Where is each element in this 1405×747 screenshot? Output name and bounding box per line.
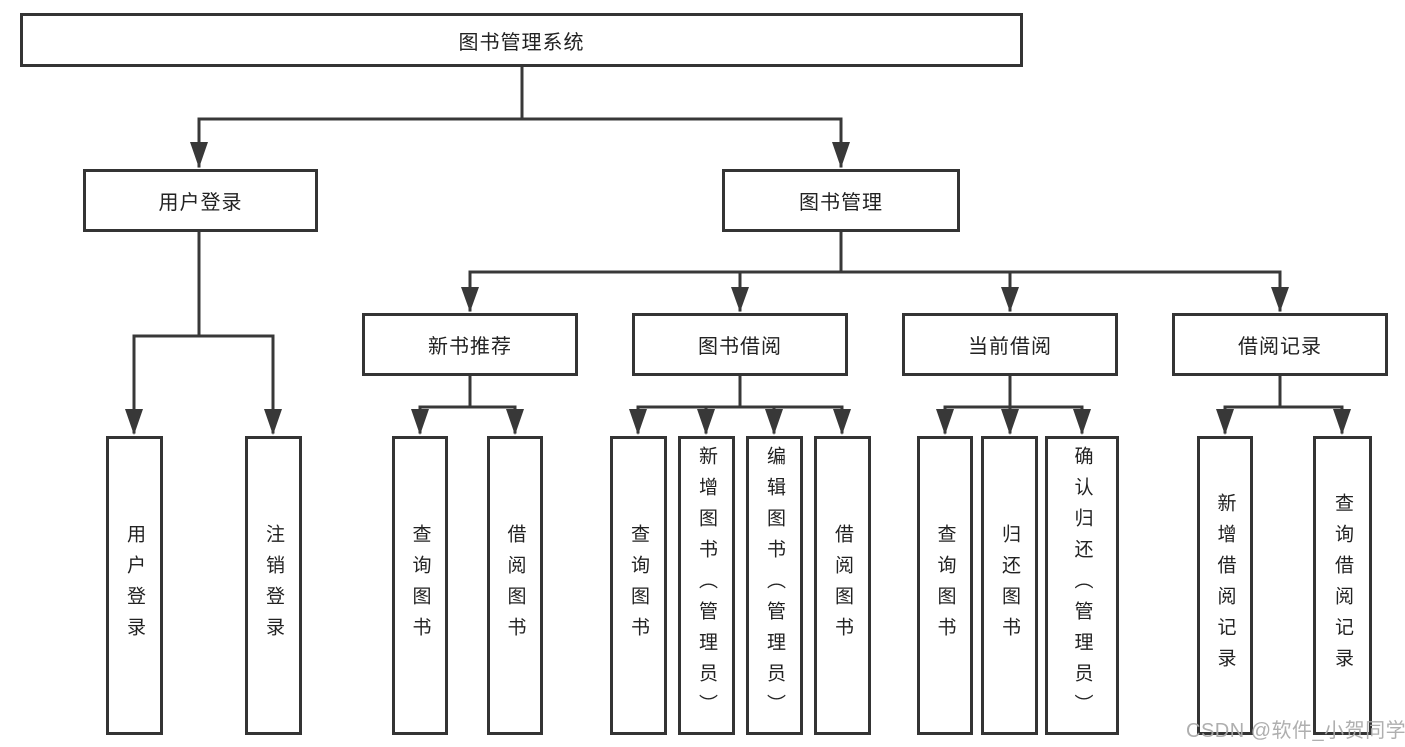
node-label: 图书管理: [799, 192, 883, 214]
leaf-borrowing-edit-books: 编辑图书（管理员）: [746, 436, 803, 735]
node-label: 借阅图书: [832, 523, 853, 648]
connector-line: [132, 230, 275, 434]
node-label: 查询借阅记录: [1332, 492, 1353, 679]
node-label: 查询图书: [628, 523, 649, 648]
node-label: 归还图书: [999, 523, 1020, 648]
leaf-borrowing-query-books: 查询图书: [610, 436, 667, 735]
connector-current-borrowing-branch: [936, 374, 1091, 435]
leaf-logout: 注销登录: [245, 436, 302, 735]
connector-user-login-branch: [125, 230, 282, 435]
node-label: 当前借阅: [968, 336, 1052, 358]
arrow-down-icon: [461, 287, 1289, 312]
node-label: 图书借阅: [698, 336, 782, 358]
connector-borrowing-records-branch: [1216, 374, 1351, 435]
node-label: 新书推荐: [428, 336, 512, 358]
node-current-borrowing: 当前借阅: [902, 313, 1118, 376]
connector-line: [1223, 374, 1344, 434]
leaf-user-login: 用户登录: [106, 436, 163, 735]
connector-line: [418, 374, 517, 434]
node-new-book-recommend: 新书推荐: [362, 313, 578, 376]
connector-line: [197, 65, 843, 168]
node-book-management: 图书管理: [722, 169, 960, 232]
connector-line: [468, 230, 1282, 312]
leaf-records-query-record: 查询借阅记录: [1313, 436, 1372, 735]
connector-new-book-branch: [411, 374, 524, 435]
connector-book-management-branch: [461, 230, 1289, 312]
arrow-down-icon: [629, 409, 851, 435]
leaf-borrowing-add-books: 新增图书（管理员）: [678, 436, 735, 735]
node-label: 用户登录: [124, 523, 145, 648]
arrow-down-icon: [125, 409, 282, 435]
arrow-down-icon: [411, 409, 524, 435]
node-label: 借阅记录: [1238, 336, 1322, 358]
node-label: 借阅图书: [504, 523, 526, 648]
leaf-recommend-query-books: 查询图书: [392, 436, 448, 735]
csdn-watermark: CSDN @软件_小贺同学: [1186, 720, 1405, 742]
node-label: 确认归还（管理员）: [1071, 446, 1093, 725]
leaf-records-add-record: 新增借阅记录: [1197, 436, 1253, 735]
node-book-borrowing: 图书借阅: [632, 313, 848, 376]
node-borrowing-records: 借阅记录: [1172, 313, 1388, 376]
connector-root-branch: [190, 65, 850, 168]
node-user-login: 用户登录: [83, 169, 318, 232]
node-label: 新增借阅记录: [1214, 492, 1236, 679]
node-label: 图书管理系统: [458, 31, 585, 54]
node-label: 新增图书（管理员）: [696, 446, 717, 725]
arrow-down-icon: [1216, 409, 1351, 435]
node-library-system: 图书管理系统: [20, 13, 1023, 67]
leaf-borrowing-borrow-books: 借阅图书: [814, 436, 871, 735]
node-label: 注销登录: [263, 523, 284, 648]
connector-line: [636, 374, 844, 434]
leaf-recommend-borrow-books: 借阅图书: [487, 436, 543, 735]
leaf-current-confirm-return: 确认归还（管理员）: [1045, 436, 1119, 735]
connector-book-borrowing-branch: [629, 374, 851, 435]
node-label: 用户登录: [158, 192, 243, 214]
node-label: 编辑图书（管理员）: [764, 446, 785, 725]
node-label: 查询图书: [409, 523, 431, 648]
leaf-current-query-books: 查询图书: [917, 436, 973, 735]
node-label: 查询图书: [934, 523, 956, 648]
arrow-down-icon: [936, 409, 1091, 435]
leaf-current-return-books: 归还图书: [981, 436, 1038, 735]
arrow-down-icon: [190, 142, 850, 168]
